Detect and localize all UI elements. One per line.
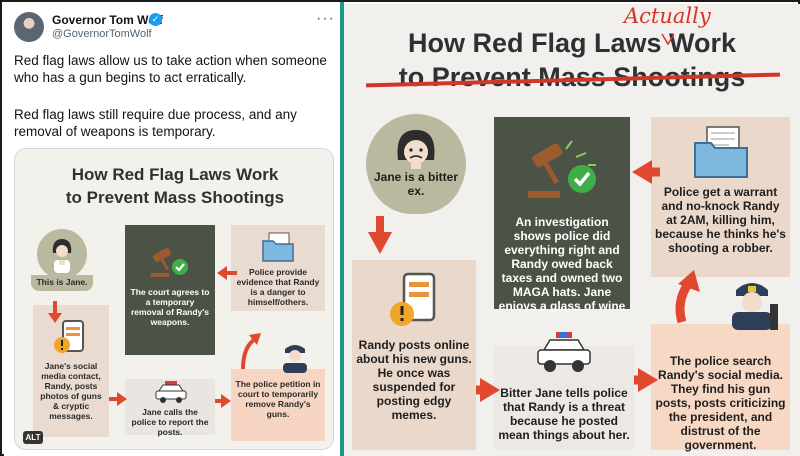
bitter-jane-box: Bitter Jane tells police that Randy is a… xyxy=(494,332,634,450)
author-name[interactable]: Governor Tom Wolf xyxy=(52,13,163,27)
media-title-line-1: How Red Flag Laws Work xyxy=(71,165,279,184)
tweet-media-image[interactable]: How Red Flag Laws Work to Prevent Mass S… xyxy=(14,148,334,450)
court-text: The court agrees to a temporary removal … xyxy=(130,287,210,327)
tweet-text-paragraph-2: Red flag laws still require due process,… xyxy=(14,107,297,139)
modified-infographic: How Red Flag Laws Work Actually to Preve… xyxy=(344,4,800,456)
panel-divider xyxy=(340,2,344,456)
author-handle[interactable]: @GovernorTomWolf xyxy=(52,28,152,40)
randy-posts-box: Randy posts online about his new guns. H… xyxy=(352,260,476,450)
phone-alert-icon-large xyxy=(390,272,436,326)
social-media-text: Jane's social media contact, Randy, post… xyxy=(40,361,102,421)
police-car-icon-large xyxy=(537,332,591,372)
police-search-box: The police search Randy's social media. … xyxy=(651,324,790,452)
jane-calls-box: Jane calls the police to report the post… xyxy=(125,379,215,437)
infographic-title: How Red Flag Laws Work xyxy=(407,28,737,58)
police-evidence-box: Police provide evidence that Randy is a … xyxy=(231,225,325,311)
gavel-check-icon-large xyxy=(528,140,596,198)
tweet-text-paragraph-1: Red flag laws allow us to take action wh… xyxy=(14,53,327,85)
police-officer-icon-large xyxy=(732,283,778,330)
warrant-text: Police get a warrant and no-knock Randy … xyxy=(655,185,786,255)
petition-text: The police petition in court to temporar… xyxy=(235,379,321,419)
insertion-caret-icon xyxy=(661,33,675,46)
gavel-check-icon xyxy=(151,247,188,277)
media-title-line-2: to Prevent Mass Shootings xyxy=(65,188,285,207)
flow-arrows xyxy=(48,266,261,408)
phone-alert-icon xyxy=(54,320,84,353)
more-options-icon[interactable]: ··· xyxy=(316,10,335,27)
bitter-jane-text: Bitter Jane tells police that Randy is a… xyxy=(498,386,630,442)
police-evidence-text: Police provide evidence that Randy is a … xyxy=(236,267,320,307)
investigation-box: An investigation shows police did everyt… xyxy=(494,117,630,313)
jane-label: This is Jane. xyxy=(31,275,93,291)
evidence-folder-icon-large xyxy=(694,126,748,178)
social-media-box: Jane's social media contact, Randy, post… xyxy=(33,305,109,437)
media-title: How Red Flag Laws Work to Prevent Mass S… xyxy=(15,163,333,209)
tweet: Governor Tom Wolf ✓ @GovernorTomWolf ···… xyxy=(4,4,340,456)
police-search-text: The police search Randy's social media. … xyxy=(655,354,786,452)
evidence-folder-icon xyxy=(262,232,294,262)
avatar[interactable] xyxy=(14,12,44,42)
frowning-jane-icon xyxy=(397,130,435,169)
police-officer-icon xyxy=(283,345,307,373)
inserted-word-actually: Actually xyxy=(624,4,711,28)
flow-arrows-large xyxy=(368,160,700,402)
jane-portrait xyxy=(37,229,87,279)
petition-box: The police petition in court to temporar… xyxy=(231,369,325,441)
alt-text-badge[interactable]: ALT xyxy=(23,431,43,444)
verified-badge-icon: ✓ xyxy=(149,13,162,26)
court-box: The court agrees to a temporary removal … xyxy=(125,225,215,355)
jane-person-icon xyxy=(52,239,72,273)
jane-calls-text: Jane calls the police to report the post… xyxy=(131,407,209,437)
randy-posts-text: Randy posts online about his new guns. H… xyxy=(356,338,472,422)
police-warrant-box: Police get a warrant and no-knock Randy … xyxy=(651,117,790,277)
investigation-text: An investigation shows police did everyt… xyxy=(498,215,626,313)
police-car-icon xyxy=(155,381,187,403)
